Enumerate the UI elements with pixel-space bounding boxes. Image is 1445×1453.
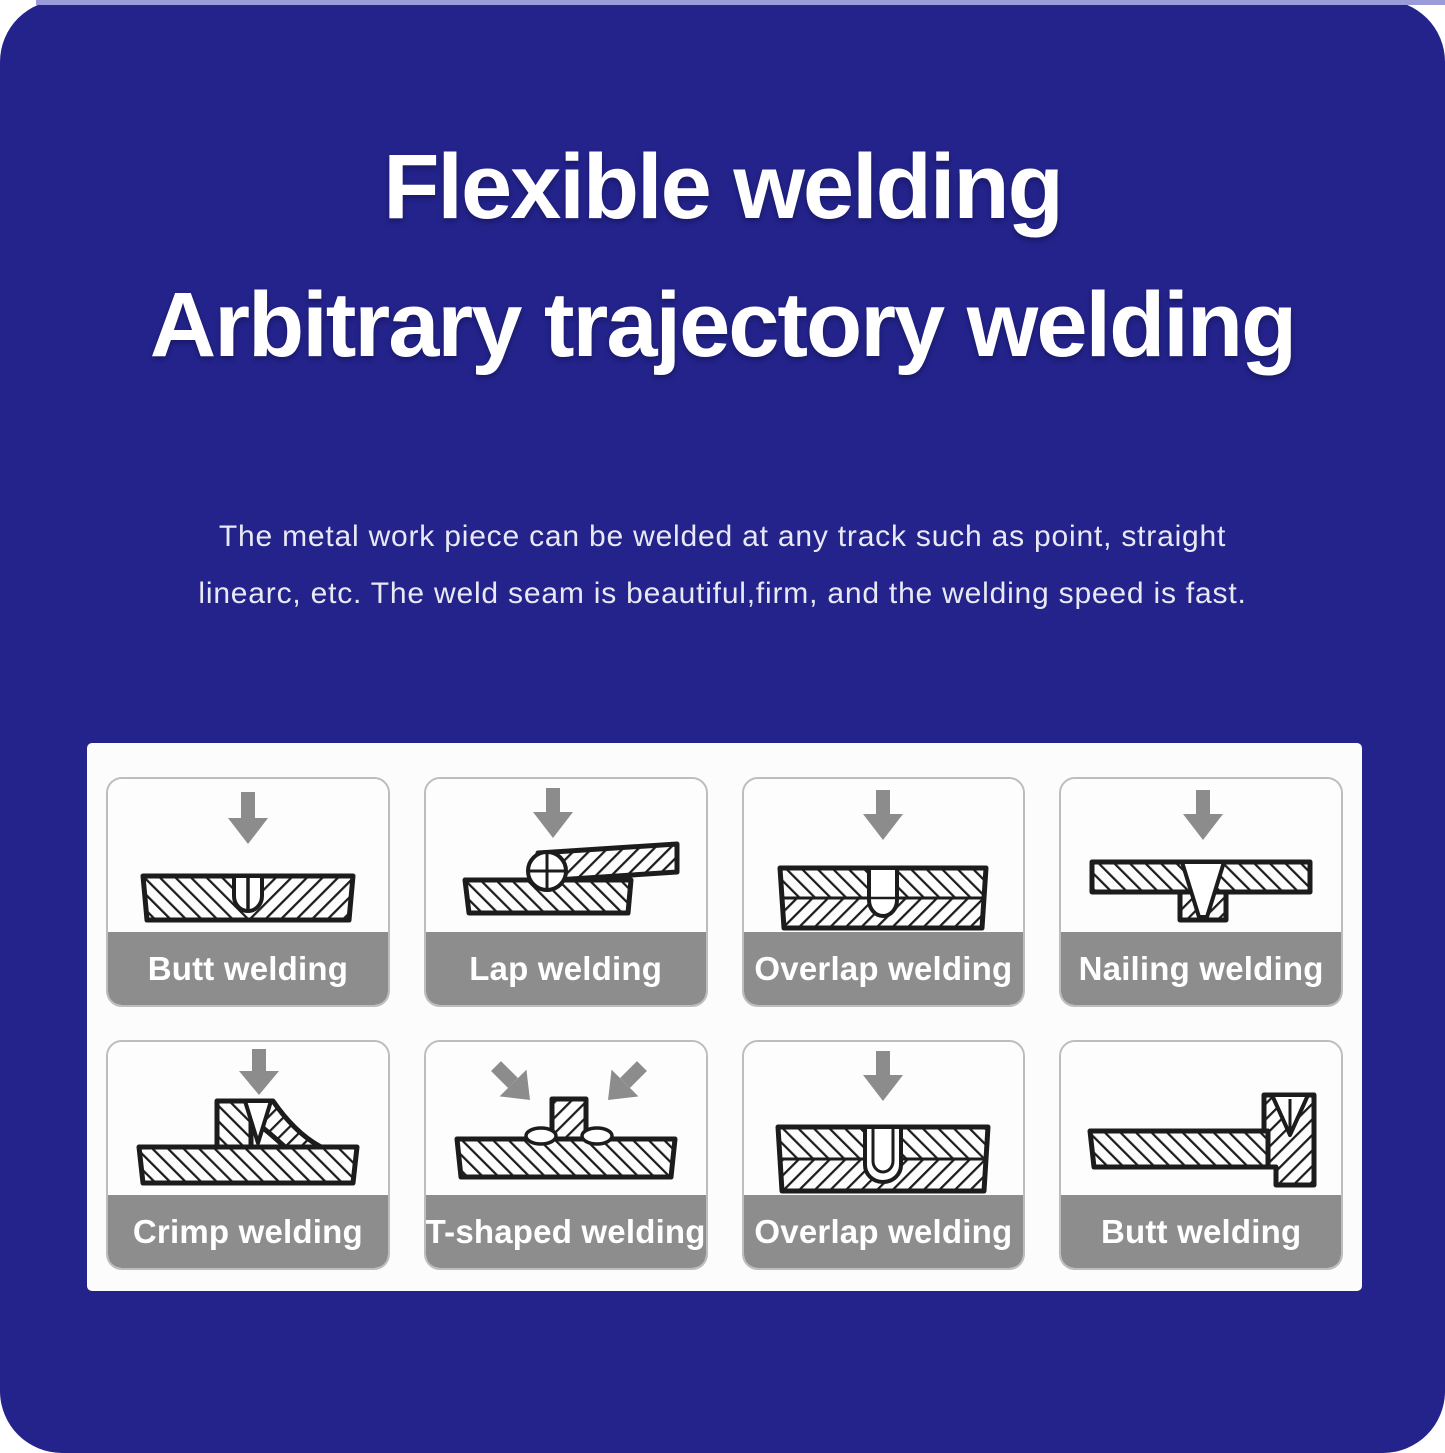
welding-type-card: T-shaped welding — [423, 1040, 708, 1270]
down-arrow-icon — [227, 791, 268, 844]
lap-weld-diagram-svg — [462, 787, 680, 915]
card-label: Overlap welding — [743, 932, 1024, 1005]
welding-type-card: Nailing welding — [1059, 777, 1343, 1007]
diagonal-arrow-left-icon — [490, 1060, 530, 1100]
title-line-1: Flexible welding — [383, 136, 1064, 238]
welding-types-panel: Butt welding — [87, 743, 1362, 1291]
butt-weld-diagram-svg — [140, 791, 356, 922]
corner-butt-weld-diagram — [1061, 1042, 1341, 1195]
description-line-2: linearc, etc. The weld seam is beautiful… — [198, 577, 1247, 610]
description-line-1: The metal work piece can be welded at an… — [218, 520, 1227, 553]
corner-butt-weld-diagram-svg — [1087, 1092, 1317, 1187]
overlap-weld-diagram-svg — [777, 789, 989, 930]
down-arrow-icon — [1183, 789, 1224, 840]
banner-description: The metal work piece can be welded at an… — [93, 508, 1353, 622]
welding-type-card: Lap welding — [423, 777, 708, 1007]
down-arrow-icon — [863, 789, 904, 840]
card-label: Lap welding — [425, 932, 706, 1005]
t-shaped-weld-diagram — [425, 1042, 706, 1195]
overlap-weld-diagram — [743, 779, 1024, 932]
card-label: Butt welding — [108, 932, 388, 1005]
welding-type-card: Crimp welding — [106, 1040, 390, 1270]
butt-weld-diagram — [108, 779, 388, 932]
nailing-weld-diagram — [1061, 779, 1341, 932]
welding-type-card: Butt welding — [1059, 1040, 1343, 1270]
top-edge-strip — [36, 0, 1445, 5]
welding-type-card: Overlap welding — [741, 777, 1026, 1007]
crimp-weld-diagram-svg — [136, 1048, 360, 1185]
lap-weld-diagram — [425, 779, 706, 932]
card-label: T-shaped welding — [426, 1195, 706, 1268]
t-shaped-weld-diagram-svg — [454, 1060, 678, 1179]
welding-type-card: Butt welding — [106, 777, 390, 1007]
down-arrow-icon — [532, 787, 573, 838]
title-line-2: Arbitrary trajectory welding — [149, 274, 1297, 376]
card-label: Crimp welding — [108, 1195, 388, 1268]
down-arrow-icon — [238, 1048, 279, 1095]
overlap-weld-deep-diagram — [743, 1042, 1024, 1195]
banner-title: Flexible welding Arbitrary trajectory we… — [0, 118, 1445, 394]
card-label: Nailing welding — [1061, 932, 1341, 1005]
down-arrow-icon — [863, 1050, 904, 1101]
card-label: Butt welding — [1061, 1195, 1341, 1268]
nailing-weld-diagram-svg — [1089, 789, 1313, 922]
card-label: Overlap welding — [743, 1195, 1024, 1268]
overlap-weld-deep-diagram-svg — [775, 1050, 991, 1193]
welding-type-card: Overlap welding — [741, 1040, 1026, 1270]
crimp-weld-diagram — [108, 1042, 388, 1195]
diagonal-arrow-right-icon — [607, 1060, 647, 1100]
